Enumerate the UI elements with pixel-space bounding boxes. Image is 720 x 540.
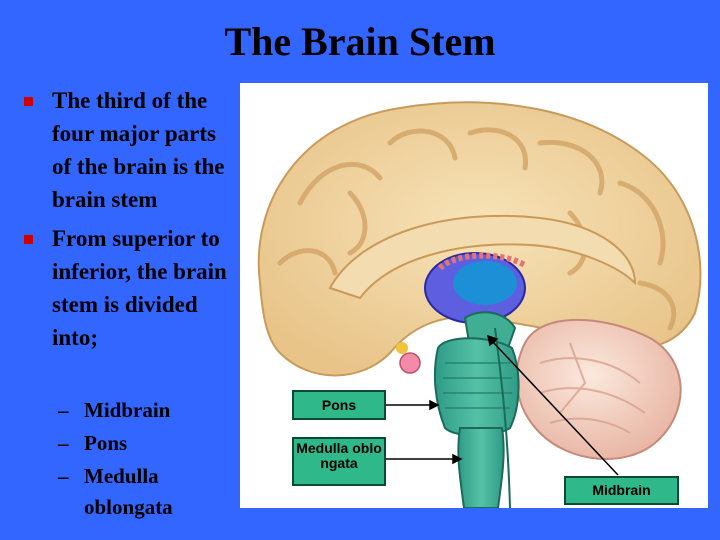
bullet-text: From superior to inferior, the brain ste… — [52, 226, 227, 350]
sub-bullet-item: – Midbrain — [58, 395, 238, 426]
sub-bullet-text: Pons — [84, 431, 128, 455]
brain-illustration-panel: Pons Medulla oblongata Midbrain — [240, 83, 708, 508]
bullet-list: The third of the four major parts of the… — [20, 84, 235, 360]
sub-bullet-item: – Pons — [58, 428, 238, 459]
corpus-callosum — [328, 214, 637, 300]
pituitary — [399, 352, 421, 374]
pons-label: Pons — [292, 390, 386, 420]
sub-bullet-item: – Medulla oblongata — [58, 461, 238, 523]
midbrain-pointer-line — [491, 340, 619, 476]
dash-marker: – — [58, 431, 69, 455]
square-bullet-icon — [24, 97, 33, 106]
medulla-shape — [457, 427, 505, 508]
midbrain-label: Midbrain — [564, 476, 679, 505]
dash-marker: – — [58, 464, 69, 488]
sub-bullet-text: Midbrain — [84, 398, 171, 422]
medulla-label: Medulla oblongata — [292, 437, 386, 486]
square-bullet-icon — [24, 235, 33, 244]
brain-sagittal-illustration — [257, 101, 702, 508]
third-ventricle — [453, 261, 517, 305]
cerebellum — [515, 318, 682, 460]
dash-marker: – — [58, 398, 69, 422]
sub-bullet-list: – Midbrain – Pons – Medulla oblongata — [58, 395, 238, 525]
sub-bullet-text: Medulla oblongata — [84, 464, 173, 519]
bullet-text: The third of the four major parts of the… — [52, 88, 225, 212]
slide-title: The Brain Stem — [224, 19, 496, 64]
bullet-item: From superior to inferior, the brain ste… — [20, 222, 235, 354]
bullet-item: The third of the four major parts of the… — [20, 84, 235, 216]
